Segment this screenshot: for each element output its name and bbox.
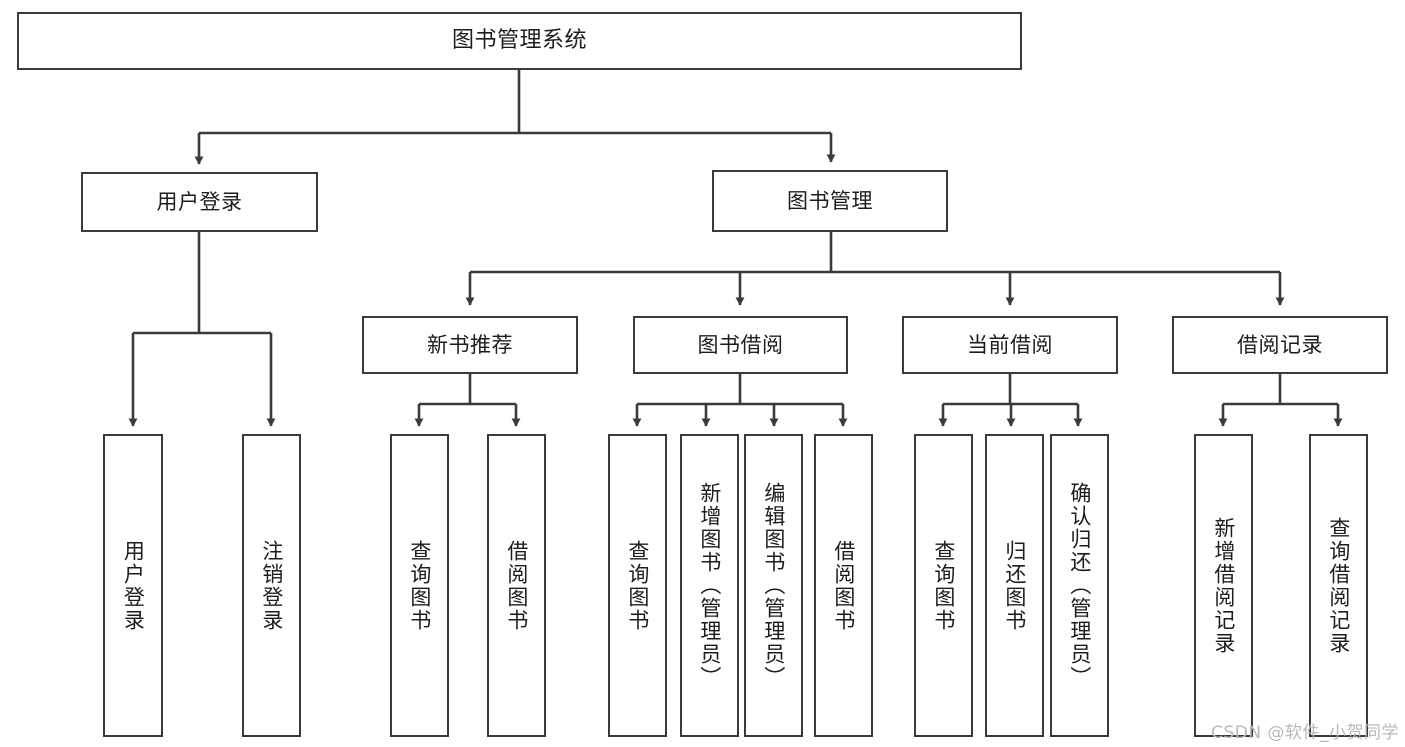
node-leaf-add-book-label: 新增图书（管理员） <box>697 482 722 689</box>
node-leaf-user-login-label: 用户登录 <box>121 539 146 632</box>
node-root[interactable]: 图书管理系统 <box>17 12 1022 70</box>
node-leaf-borrow-book-2[interactable]: 借阅图书 <box>814 434 873 737</box>
node-book-borrow-label: 图书借阅 <box>697 332 784 357</box>
node-leaf-query-record-label: 查询借阅记录 <box>1326 516 1351 655</box>
node-book-borrow[interactable]: 图书借阅 <box>633 316 848 374</box>
node-leaf-query-book-3-label: 查询图书 <box>931 539 956 632</box>
node-leaf-logout-login-label: 注销登录 <box>259 539 284 632</box>
node-leaf-query-book-1-label: 查询图书 <box>407 539 432 632</box>
node-book-management-label: 图书管理 <box>787 188 873 213</box>
node-borrow-record-label: 借阅记录 <box>1237 332 1323 357</box>
node-user-login[interactable]: 用户登录 <box>81 172 318 232</box>
node-new-book-recommend[interactable]: 新书推荐 <box>362 316 578 374</box>
node-leaf-borrow-book-1-label: 借阅图书 <box>504 539 529 632</box>
node-user-login-label: 用户登录 <box>156 189 243 214</box>
node-leaf-query-record[interactable]: 查询借阅记录 <box>1309 434 1368 737</box>
node-current-borrow-label: 当前借阅 <box>967 332 1053 357</box>
node-current-borrow[interactable]: 当前借阅 <box>902 316 1118 374</box>
node-borrow-record[interactable]: 借阅记录 <box>1172 316 1388 374</box>
watermark: CSDN @软件_小贺同学 <box>1211 723 1399 743</box>
node-leaf-borrow-book-2-label: 借阅图书 <box>831 539 856 632</box>
node-leaf-return-book-label: 归还图书 <box>1002 539 1027 632</box>
node-leaf-add-record-label: 新增借阅记录 <box>1211 516 1236 655</box>
node-leaf-user-login[interactable]: 用户登录 <box>103 434 163 737</box>
node-new-book-recommend-label: 新书推荐 <box>427 332 513 357</box>
node-leaf-borrow-book-1[interactable]: 借阅图书 <box>487 434 546 737</box>
node-book-management[interactable]: 图书管理 <box>712 170 948 232</box>
node-root-label: 图书管理系统 <box>451 28 587 54</box>
node-leaf-add-book[interactable]: 新增图书（管理员） <box>680 434 739 737</box>
node-leaf-confirm-return[interactable]: 确认归还（管理员） <box>1050 434 1109 737</box>
node-leaf-query-book-2-label: 查询图书 <box>625 539 650 632</box>
node-leaf-return-book[interactable]: 归还图书 <box>985 434 1044 737</box>
node-leaf-logout-login[interactable]: 注销登录 <box>242 434 301 737</box>
node-leaf-query-book-2[interactable]: 查询图书 <box>608 434 667 737</box>
node-leaf-add-record[interactable]: 新增借阅记录 <box>1194 434 1253 737</box>
node-leaf-edit-book-label: 编辑图书（管理员） <box>761 482 786 689</box>
node-leaf-confirm-return-label: 确认归还（管理员） <box>1067 482 1092 689</box>
node-leaf-query-book-3[interactable]: 查询图书 <box>914 434 973 737</box>
node-leaf-edit-book[interactable]: 编辑图书（管理员） <box>744 434 803 737</box>
node-leaf-query-book-1[interactable]: 查询图书 <box>390 434 449 737</box>
